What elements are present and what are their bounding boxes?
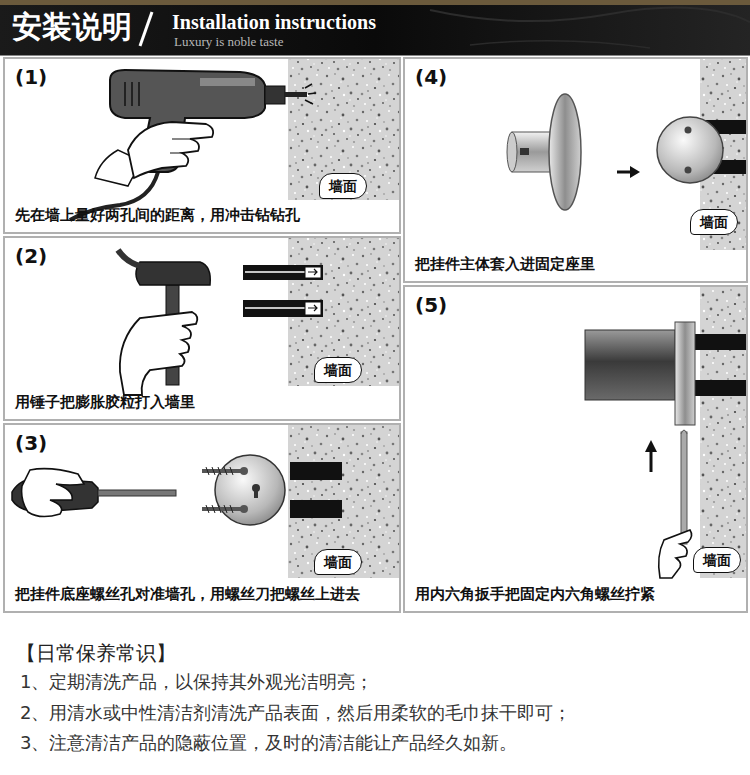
label-holder: 1、定期清洗产品，以保持其外观光洁明亮； [20, 670, 373, 694]
wall-label: 墙面 [314, 549, 362, 575]
wall-label: 墙面 [314, 357, 362, 383]
wall-label: 墙面 [319, 173, 367, 199]
label-holder: 【日常保养常识】 [16, 640, 176, 666]
step-caption: 把挂件底座螺丝孔对准墙孔，用螺丝刀把螺丝上进去 [15, 584, 360, 604]
step-panel: (1) 先在墙上量好两孔间的距离，用冲击钻钻孔 墙面 [3, 57, 401, 234]
title-holder: 安装说明 [12, 8, 132, 46]
wall-text: 墙面 [329, 176, 357, 196]
step-panel: (5) 用内六角扳手把固定内六角螺丝拧紧 墙面 [403, 285, 748, 613]
wall-label: 墙面 [693, 547, 741, 573]
step-panel: (3) 把挂件底座螺丝孔对准墙孔，用螺丝刀把螺丝上进去 墙面 [3, 423, 401, 613]
wall-text: 墙面 [324, 360, 352, 380]
step-caption: 把挂件主体套入进固定座里 [415, 254, 595, 274]
step-caption: 用内六角扳手把固定内六角螺丝拧紧 [415, 584, 655, 604]
care-item: 1、定期清洗产品，以保持其外观光洁明亮； [20, 670, 373, 694]
wall-text: 墙面 [700, 212, 728, 232]
label-holder: 2、用清水或中性清洁剂清洗产品表面，然后用柔软的毛巾抹干即可； [20, 701, 571, 725]
step-number: (2) [15, 244, 47, 268]
care-heading: 【日常保养常识】 [16, 640, 176, 666]
header-subtitle: Installation instructions [172, 11, 376, 33]
label-holder: Installation instructions [172, 11, 376, 33]
step-caption: 用锤子把膨胀胶粒打入墙里 [15, 392, 195, 412]
wall-label: 墙面 [690, 209, 738, 235]
label-holder: 3、注意清洁产品的隐蔽位置，及时的清洁能让产品经久如新。 [20, 731, 517, 755]
care-item: 2、用清水或中性清洁剂清洗产品表面，然后用柔软的毛巾抹干即可； [20, 701, 571, 725]
wall-text: 墙面 [324, 552, 352, 572]
step-number: (4) [415, 65, 447, 89]
step-number: (5) [415, 293, 447, 317]
step-caption: 先在墙上量好两孔间的距离，用冲击钻钻孔 [15, 205, 300, 225]
step-number: (3) [15, 431, 47, 455]
page-title: 安装说明 [12, 8, 132, 46]
care-item: 3、注意清洁产品的隐蔽位置，及时的清洁能让产品经久如新。 [20, 731, 517, 755]
step-number: (1) [15, 65, 47, 89]
header-slogan: Luxury is noble taste [174, 34, 283, 49]
step-panel: (2) 用锤子把膨胀胶粒打入墙里 墙面 [3, 236, 401, 421]
label-holder: Luxury is noble taste [174, 34, 283, 49]
wall-text: 墙面 [703, 550, 731, 570]
step-panel: (4) 把挂件主体套入进固定座里 墙面 [403, 57, 748, 283]
